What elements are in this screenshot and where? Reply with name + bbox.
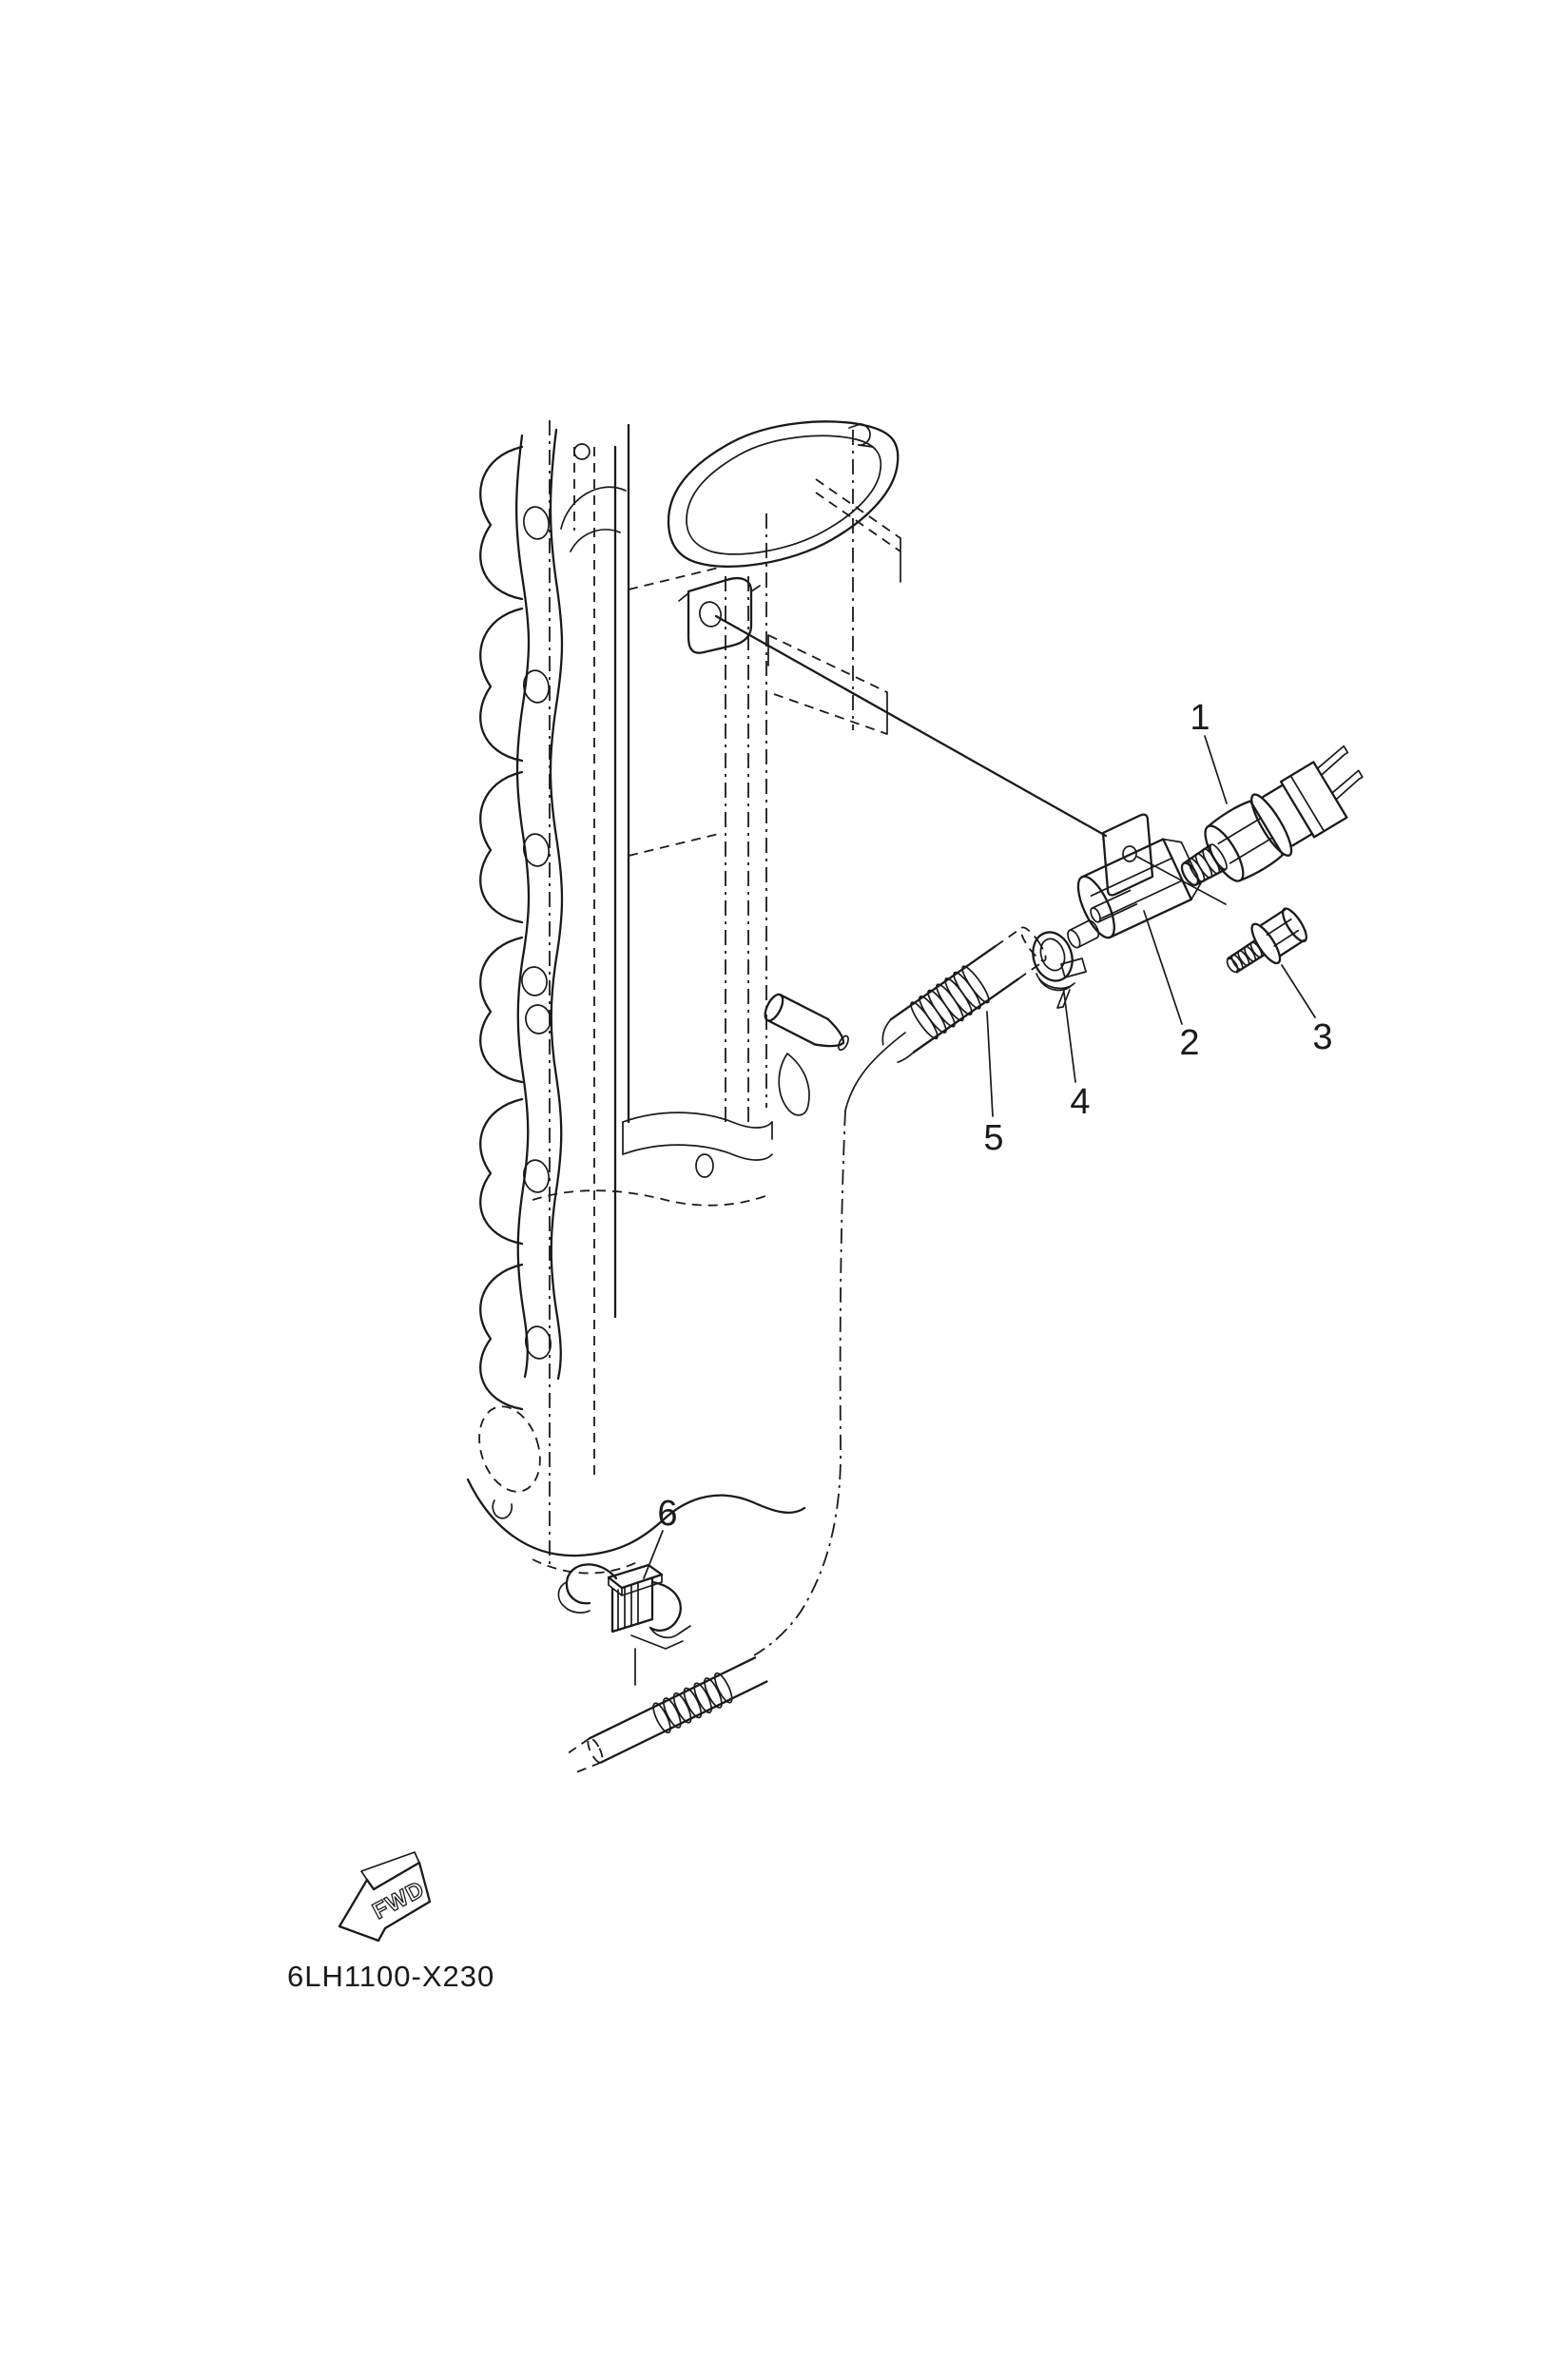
bracket-plate <box>1101 813 1154 897</box>
callout-5: 5 <box>983 1118 1003 1158</box>
callout-6: 6 <box>657 1494 677 1534</box>
callout-3: 3 <box>1312 1017 1332 1057</box>
fitting-nipple <box>764 993 849 1052</box>
cable-routing <box>753 1032 906 1656</box>
part-1-pressure-switch <box>1180 744 1364 886</box>
part-4-clamp-ring <box>1032 931 1087 1009</box>
callout-2: 2 <box>1179 1023 1199 1063</box>
centerlines <box>549 420 854 1564</box>
gasket-strip <box>514 428 564 1381</box>
lower-corrugated-hose <box>568 1656 768 1773</box>
mid-gasket-band <box>532 1112 773 1207</box>
manifold-scallops <box>479 445 524 1411</box>
block-bottom <box>466 1405 806 1575</box>
callout-leaders <box>634 735 1316 1686</box>
fitting-flap <box>778 1053 810 1116</box>
sensor-shaft <box>1090 889 1138 923</box>
shaft-tip-piece <box>1067 919 1100 949</box>
fwd-arrow: FWD <box>338 1851 432 1943</box>
part-6-cable-clamp <box>557 1563 691 1650</box>
rocker-details <box>560 443 724 857</box>
assembly-leader-line <box>714 614 1108 838</box>
callout-1: 1 <box>1190 698 1210 738</box>
drawing-code: 6LH1100-X230 <box>287 1960 494 1993</box>
top-opening-ring <box>667 420 900 568</box>
side-rails <box>767 478 901 735</box>
mounting-boss <box>678 576 761 654</box>
fwd-label: FWD <box>369 1876 430 1924</box>
part-5-corrugated-hose <box>881 926 1047 1064</box>
callout-4: 4 <box>1070 1082 1090 1122</box>
part-2-sensor-assembly <box>1067 813 1202 949</box>
engine-block-drawing <box>466 420 901 1575</box>
part-3-flange-bolt <box>1226 907 1308 974</box>
